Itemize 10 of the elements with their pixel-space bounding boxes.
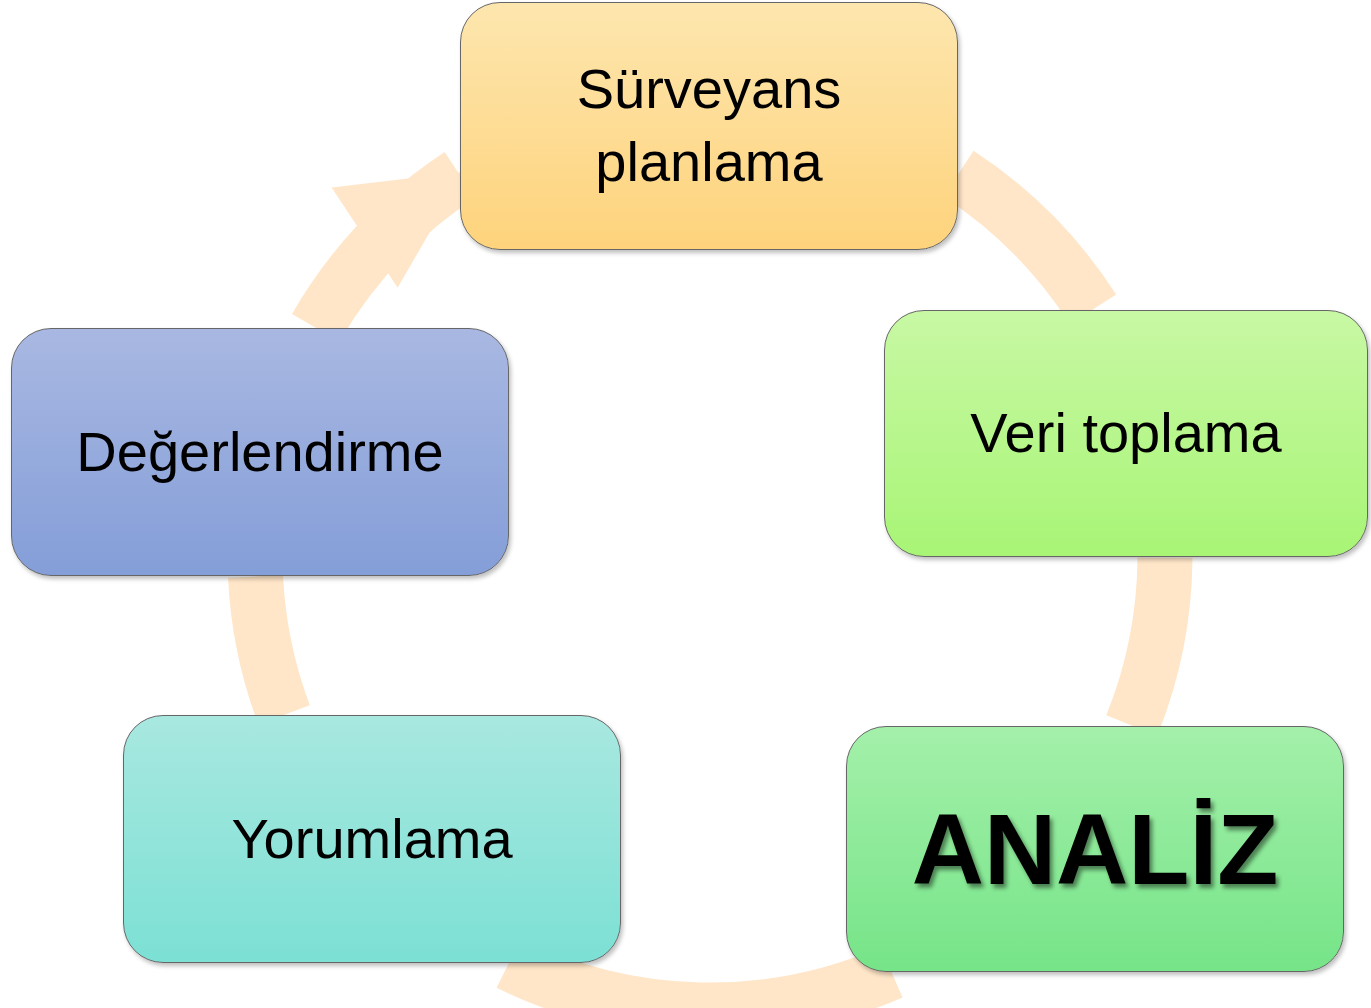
step-label: ANALİZ	[910, 792, 1280, 907]
step-label: Sürveyans planlama	[575, 56, 843, 195]
step-label: Veri toplama	[969, 400, 1283, 467]
process-box	[846, 726, 1344, 972]
step-label: Yorumlama	[230, 805, 514, 872]
process-box	[460, 2, 958, 250]
step-label: Değerlendirme	[75, 418, 445, 485]
process-box	[884, 310, 1368, 557]
process-box	[11, 328, 509, 576]
process-box	[123, 715, 621, 963]
